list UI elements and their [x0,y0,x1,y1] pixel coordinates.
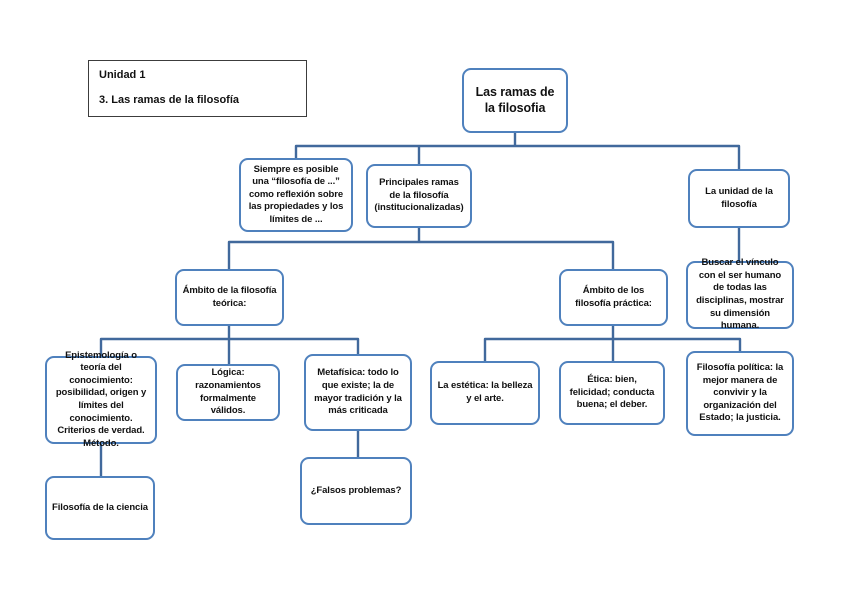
node-la-unidad: La unidad de la filosofía [688,169,790,228]
node-falsos-problemas: ¿Falsos problemas? [300,457,412,525]
node-logica: Lógica: razonamientos formalmente válido… [176,364,280,421]
node-metafisica: Metafísica: todo lo que existe; la de ma… [304,354,412,431]
node-siempre-es-posible: Siempre es posible una “filosofía de ...… [239,158,353,232]
node-epistemologia: Epistemología o teoría del conocimiento:… [45,350,157,449]
unit-header-line2: 3. Las ramas de la filosofía [99,93,240,106]
node-las-ramas-title: Las ramas de la filosofia [462,68,568,133]
unit-header-line1: Unidad 1 [99,69,146,81]
node-filosofia-ciencia: Filosofía de la ciencia [45,476,155,540]
node-buscar-vinculo: Buscar el vínculo con el ser humano de t… [686,257,794,331]
unit-header-box: Unidad 1 3. Las ramas de la filosofía [88,60,307,117]
node-estetica: La estética: la belleza y el arte. [430,361,540,425]
node-filosofia-politica: Filosofía política: la mejor manera de c… [686,351,794,436]
node-ambito-teorica: Ámbito de la filosofía teórica: [175,269,284,326]
node-principales-ramas: Principales ramas de la filosofía (insti… [366,164,472,228]
node-ambito-practica: Ámbito de los filosofía práctica: [559,269,668,326]
node-etica: Ética: bien, felicidad; conducta buena; … [559,361,665,425]
